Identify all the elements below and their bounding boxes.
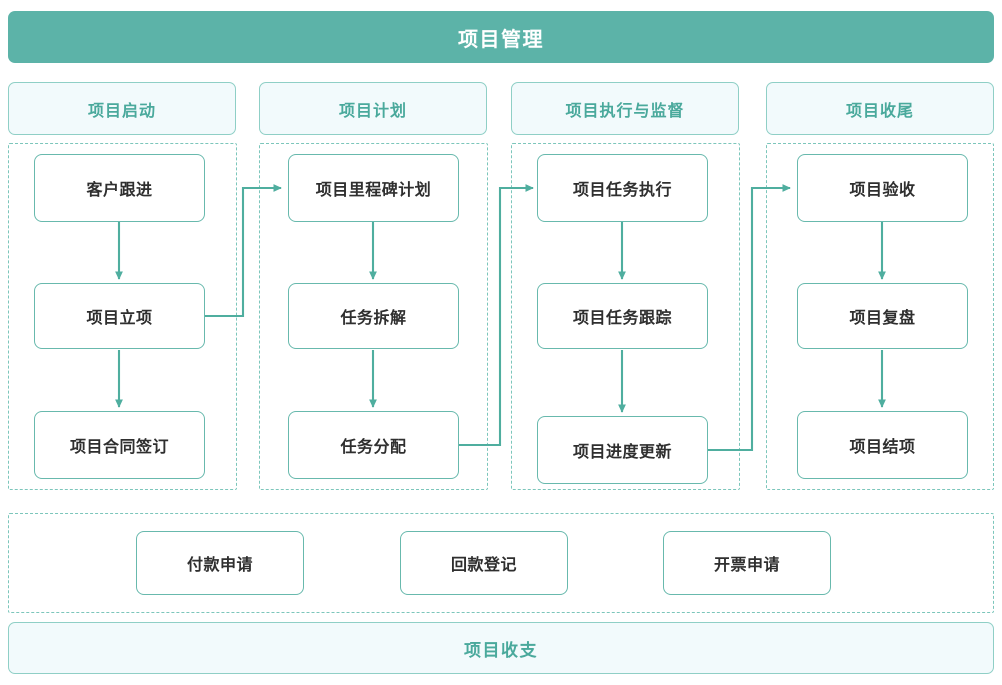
node-task-assignment[interactable]: 任务分配 [288, 411, 459, 479]
phase-header-planning[interactable]: 项目计划 [259, 82, 487, 135]
finance-container [8, 513, 994, 613]
phase-header-label: 项目启动 [87, 100, 156, 120]
diagram-title: 项目管理 [458, 26, 544, 51]
node-label: 付款申请 [186, 555, 253, 574]
node-label: 项目验收 [849, 180, 916, 199]
node-label: 项目合同签订 [69, 437, 169, 456]
node-receipt-registration[interactable]: 回款登记 [400, 531, 568, 595]
node-milestone-plan[interactable]: 项目里程碑计划 [288, 154, 459, 222]
node-label: 回款登记 [450, 555, 517, 574]
footer-title: 项目收支 [464, 640, 538, 661]
phase-header-initiation[interactable]: 项目启动 [8, 82, 236, 135]
node-project-initiation[interactable]: 项目立项 [34, 283, 205, 349]
phase-header-label: 项目执行与监督 [565, 100, 685, 120]
node-task-breakdown[interactable]: 任务拆解 [288, 283, 459, 349]
node-label: 任务分配 [340, 437, 407, 456]
node-label: 客户跟进 [86, 180, 153, 199]
node-contract-signing[interactable]: 项目合同签订 [34, 411, 205, 479]
node-label: 开票申请 [713, 555, 780, 574]
phase-header-execution[interactable]: 项目执行与监督 [511, 82, 739, 135]
node-progress-update[interactable]: 项目进度更新 [537, 416, 708, 484]
node-project-review[interactable]: 项目复盘 [797, 283, 968, 349]
node-label: 项目里程碑计划 [315, 180, 432, 199]
phase-header-closing[interactable]: 项目收尾 [766, 82, 994, 135]
node-label: 项目复盘 [849, 308, 916, 327]
footer-bar[interactable]: 项目收支 [8, 622, 994, 674]
phase-header-label: 项目收尾 [845, 100, 914, 120]
node-label: 项目进度更新 [572, 442, 672, 461]
node-label: 项目任务跟踪 [572, 308, 672, 327]
node-payment-request[interactable]: 付款申请 [136, 531, 304, 595]
phase-header-label: 项目计划 [338, 100, 407, 120]
node-label: 项目结项 [849, 437, 916, 456]
diagram-title-bar: 项目管理 [8, 11, 994, 63]
node-label: 项目立项 [86, 308, 153, 327]
node-label: 项目任务执行 [572, 180, 672, 199]
node-task-tracking[interactable]: 项目任务跟踪 [537, 283, 708, 349]
node-task-execution[interactable]: 项目任务执行 [537, 154, 708, 222]
node-invoice-request[interactable]: 开票申请 [663, 531, 831, 595]
node-label: 任务拆解 [340, 308, 407, 327]
node-customer-followup[interactable]: 客户跟进 [34, 154, 205, 222]
node-project-acceptance[interactable]: 项目验收 [797, 154, 968, 222]
node-project-closure[interactable]: 项目结项 [797, 411, 968, 479]
